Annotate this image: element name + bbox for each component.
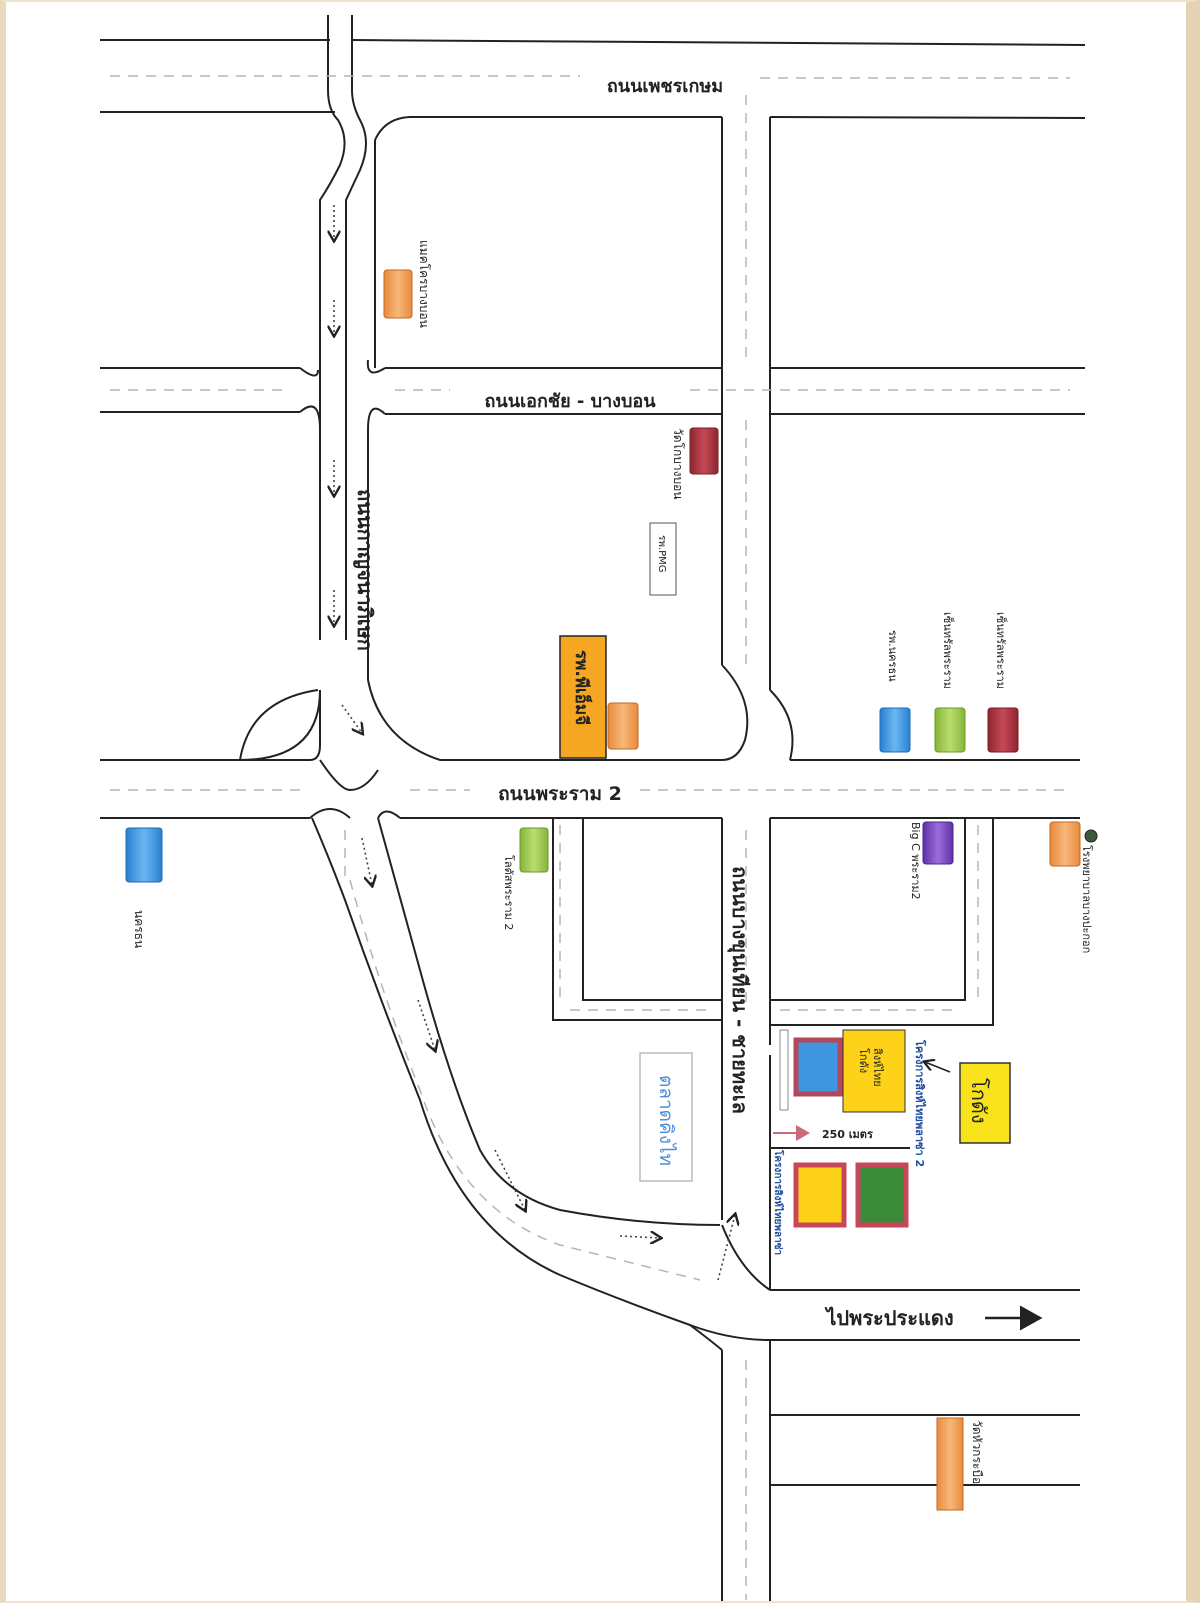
marker-nakornthon-left [125,827,163,883]
godang-label-box [959,1062,1011,1144]
label-godang: โกดัง [967,1078,991,1124]
marker-metro [383,269,413,319]
road-label-kanchanaphisek: ถนนกาญจนาภิเษก [353,489,377,651]
center-lines [110,75,1070,1600]
label-bangkok-hospital: โรงพยาบาลบางปะกอก [1080,845,1094,953]
landmarks: แมคโครบางบอน วัดโกบางบอน รพ.PMG รพ.พีเอ็… [125,240,1098,1511]
marker-bangkok-hospital [1049,821,1081,867]
road-network [100,15,1086,1603]
marker-wat-hua-krabue [936,1417,964,1511]
marker-lotus [519,827,549,873]
label-wat-kok: วัดโกบางบอน [671,428,685,499]
road-label-phetkasem: ถนนเพชรเกษม [607,76,723,97]
label-godang-inner-2: สิงห์ไทย [871,1048,884,1087]
label-godang-inner-1: โกดัง [857,1048,871,1073]
label-distance: 250 เมตร [822,1128,873,1141]
label-central: เซ็นทรัลพระราม [941,612,955,689]
label-lotus: โลตัสพระราม 2 [502,855,516,930]
marker-project-yellow [793,1162,847,1228]
project-area: โกดัง สิงห์ไทย โครงการสิงห์ไทยพลาซ่า 2 โ… [772,1029,1011,1255]
marker-market [639,1052,693,1182]
label-central-2: เซ็นทรัลพระราม [994,612,1008,689]
marker-paolo-small [607,702,639,750]
marker-big-c [922,821,954,865]
road-label-rama2: ถนนพระราม 2 [498,783,622,805]
marker-hospital-pmg [649,522,677,596]
label-market: ตลาดคิงไท [655,1075,677,1166]
road-label-phra-pradaeng: ไปพระประแดง [824,1306,953,1330]
label-project-singthai: โครงการสิงห์ไทยพลาซ่า [772,1149,785,1255]
label-wat-hua-krabue: วัดหัวกระบือ [970,1420,984,1484]
marker-project-blue [793,1037,843,1097]
marker-red-right [987,707,1019,753]
label-hospital-paolo: รพ.พีเอ็มจี [571,650,594,725]
marker-wat-kok [689,427,719,475]
marker-hospital-paolo [559,635,607,759]
label-nakhon: รพ.นครธน [886,630,899,682]
marker-nakhon [879,707,911,753]
godang-box [842,1029,906,1113]
road-label-ekachai: ถนนเอกชัย - บางบอน [485,391,657,412]
label-big-c: Big C พระราม2 [909,822,922,900]
label-hospital-pmg: รพ.PMG [656,535,667,573]
pin-icon [1084,829,1098,843]
marker-green-right [934,707,966,753]
marker-project-green [855,1162,909,1228]
label-nakornthon-left: นครธน [132,910,146,948]
label-project-singthai-2: โครงการสิงห์ไทยพลาซ่า 2 [913,1039,927,1167]
label-metro: แมคโครบางบอน [417,240,431,328]
road-label-bang-khun-thian: ถนนบางขุนเทียน - ชายทะเล [727,866,752,1114]
traffic-arrows [334,205,735,1281]
